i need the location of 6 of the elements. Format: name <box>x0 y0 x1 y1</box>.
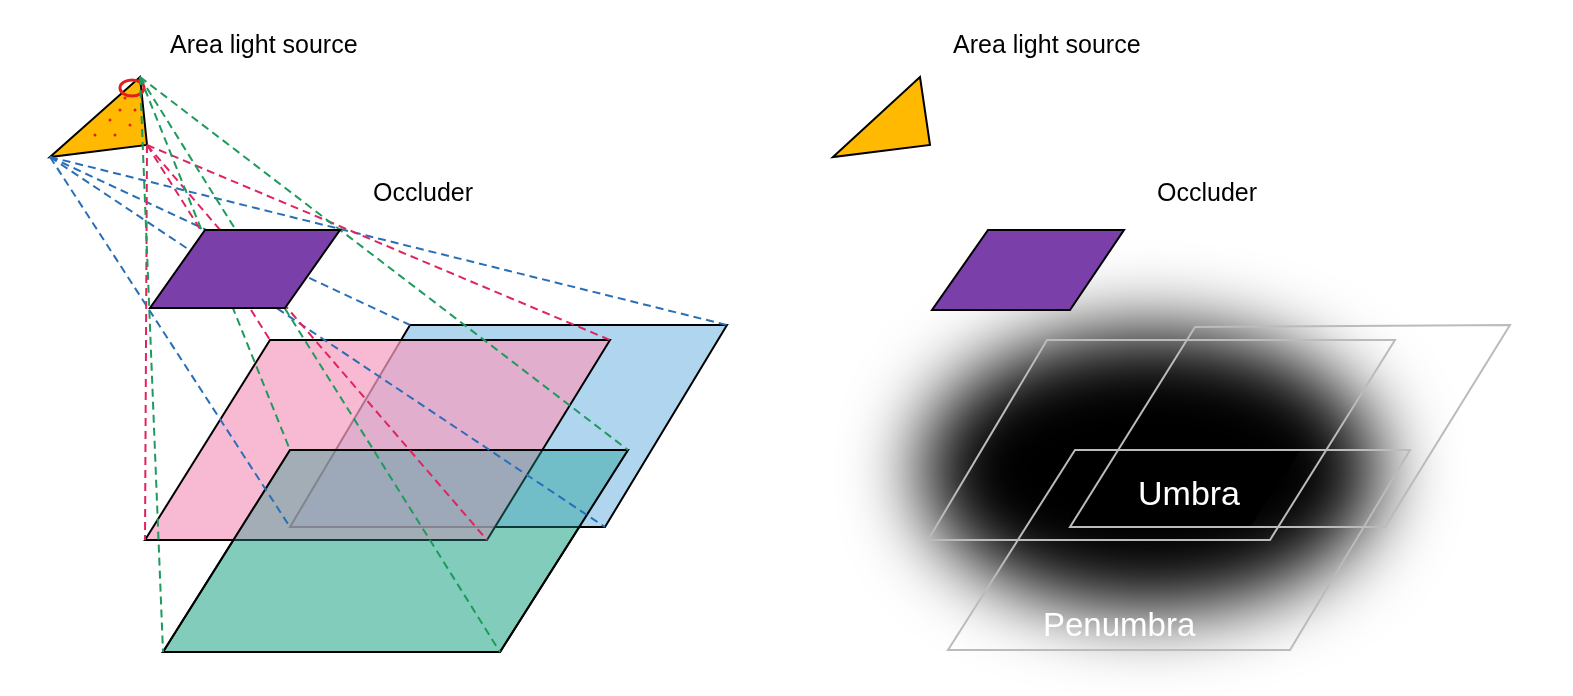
caption-label: Area light source <box>953 29 1141 60</box>
caption-label: Penumbra <box>1043 605 1196 645</box>
caption-label: Area light source <box>170 29 358 60</box>
caption-label: Occluder <box>373 177 474 208</box>
caption-label: Umbra <box>1138 473 1241 514</box>
caption-label: Occluder <box>1157 177 1258 208</box>
